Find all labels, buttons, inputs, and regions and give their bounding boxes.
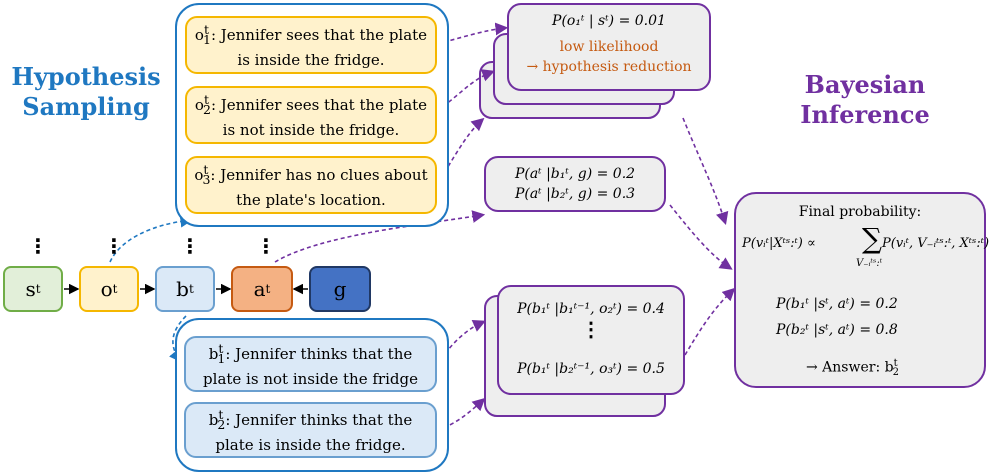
belief-sub: 2 bbox=[217, 417, 226, 432]
node-b-sup: t bbox=[188, 282, 194, 296]
observation-likelihood-box: P(o₁ᵗ | sᵗ) = 0.01 low likelihood → hypo… bbox=[507, 3, 711, 91]
belief-likelihood-line1: P(b₁ᵗ |b₁ᵗ⁻¹, o₂ᵗ) = 0.4 bbox=[517, 301, 665, 317]
obs-sup: t bbox=[203, 22, 209, 37]
obs-likelihood-note-1: low likelihood bbox=[559, 39, 659, 55]
node-b-label: b bbox=[176, 277, 189, 301]
final-line2: P(b₂ᵗ |sᵗ, aᵗ) = 0.8 bbox=[776, 322, 898, 338]
final-probability-box: Final probability: P(vᵢᵗ|Xᵗˢ:ᵗ) ∝ ∑ V₋ᵢᵗ… bbox=[734, 192, 990, 388]
obs-sub: 3 bbox=[202, 172, 211, 187]
arrow-belief-to-final bbox=[684, 287, 736, 356]
action-likelihood-line1: P(aᵗ |b₁ᵗ, g) = 0.2 bbox=[514, 166, 636, 182]
belief-likelihood-line2: P(b₁ᵗ |b₂ᵗ⁻¹, o₃ᵗ) = 0.5 bbox=[517, 361, 665, 377]
node-s-sup: t bbox=[35, 282, 41, 296]
obs-sub: 1 bbox=[202, 32, 211, 47]
obs-prefix: o bbox=[194, 166, 204, 184]
final-answer-prefix: → Answer: b bbox=[806, 359, 894, 376]
belief-text: : Jennifer thinks that the plate is not … bbox=[203, 345, 418, 388]
action-likelihood-line2: P(aᵗ |b₂ᵗ, g) = 0.3 bbox=[514, 186, 636, 202]
belief-text: : Jennifer thinks that the plate is insi… bbox=[215, 411, 413, 454]
belief-sup: t bbox=[218, 341, 224, 356]
obs-text: : Jennifer has no clues about the plate'… bbox=[210, 166, 428, 209]
arrow-obs-to-final bbox=[682, 117, 729, 226]
node-a-sup: t bbox=[265, 282, 271, 296]
dots-b: ⋮ bbox=[180, 234, 200, 258]
obs-text: : Jennifer sees that the plate is inside… bbox=[210, 26, 428, 69]
obs-sub: 2 bbox=[202, 102, 211, 117]
arrow-action-to-final bbox=[669, 204, 733, 270]
belief-sup: t bbox=[218, 407, 224, 422]
node-g: g bbox=[309, 266, 371, 312]
dots-s: ⋮ bbox=[28, 234, 48, 258]
left-heading: Hypothesis Sampling bbox=[6, 62, 166, 122]
obs-prefix: o bbox=[194, 26, 204, 44]
node-o-sup: t bbox=[112, 282, 118, 296]
left-heading-line1: Hypothesis bbox=[11, 62, 161, 91]
obs-likelihood-note-2: → hypothesis reduction bbox=[526, 59, 692, 75]
final-line1: P(b₁ᵗ |sᵗ, aᵗ) = 0.2 bbox=[776, 296, 898, 312]
observation-card-2: ot2: Jennifer sees that the plate is not… bbox=[185, 86, 437, 144]
right-heading: Bayesian Inference bbox=[800, 70, 930, 129]
arrow-b1 bbox=[436, 320, 486, 366]
dots-a: ⋮ bbox=[256, 234, 276, 258]
dots-o: ⋮ bbox=[104, 234, 124, 258]
arrow-o1 bbox=[436, 22, 509, 45]
arrow-o3 bbox=[436, 117, 485, 185]
node-s-label: s bbox=[25, 277, 36, 301]
belief-card-2: bt2: Jennifer thinks that the plate is i… bbox=[184, 402, 437, 458]
final-answer: → Answer: bt2 bbox=[806, 358, 899, 378]
node-a-label: a bbox=[253, 277, 266, 301]
obs-sup: t bbox=[203, 92, 209, 107]
obs-prefix: o bbox=[194, 96, 204, 114]
arrow-b2 bbox=[436, 397, 486, 431]
final-sum-sub: V₋ᵢᵗˢ:ᵗ bbox=[856, 258, 883, 269]
belief-likelihood-dots: ⋮ bbox=[581, 317, 601, 341]
action-likelihood-box: P(aᵗ |b₁ᵗ, g) = 0.2 P(aᵗ |b₂ᵗ, g) = 0.3 bbox=[484, 156, 666, 212]
belief-prefix: b bbox=[208, 411, 219, 429]
obs-text: : Jennifer sees that the plate is not in… bbox=[210, 96, 428, 139]
belief-sub: 1 bbox=[217, 351, 226, 366]
obs-sup: t bbox=[203, 162, 209, 177]
final-formula-left: P(vᵢᵗ|Xᵗˢ:ᵗ) ∝ bbox=[742, 236, 816, 251]
belief-likelihood-box: P(b₁ᵗ |b₁ᵗ⁻¹, o₂ᵗ) = 0.4 ⋮ P(b₁ᵗ |b₂ᵗ⁻¹,… bbox=[497, 285, 685, 395]
node-o-label: o bbox=[100, 277, 113, 301]
final-answer-sub: 2 bbox=[892, 367, 899, 379]
arrow-a-to-action bbox=[274, 210, 486, 263]
belief-prefix: b bbox=[208, 345, 219, 363]
obs-likelihood-formula: P(o₁ᵗ | sᵗ) = 0.01 bbox=[552, 13, 666, 29]
node-g-label: g bbox=[333, 277, 347, 301]
left-heading-line2: Sampling bbox=[22, 92, 150, 121]
belief-card-1: bt1: Jennifer thinks that the plate is n… bbox=[184, 336, 437, 392]
final-sum-symbol: ∑ bbox=[862, 222, 882, 255]
observation-card-1: ot1: Jennifer sees that the plate is ins… bbox=[185, 16, 437, 74]
arrow-o-to-observations bbox=[109, 214, 194, 263]
final-title: Final probability: bbox=[798, 204, 922, 220]
final-answer-sup: t bbox=[893, 358, 898, 369]
observation-card-3: ot3: Jennifer has no clues about the pla… bbox=[185, 156, 437, 214]
final-formula-right: P(vᵢᵗ, V₋ᵢᵗˢ:ᵗ, Xᵗˢ:ᵗ) bbox=[882, 236, 990, 251]
